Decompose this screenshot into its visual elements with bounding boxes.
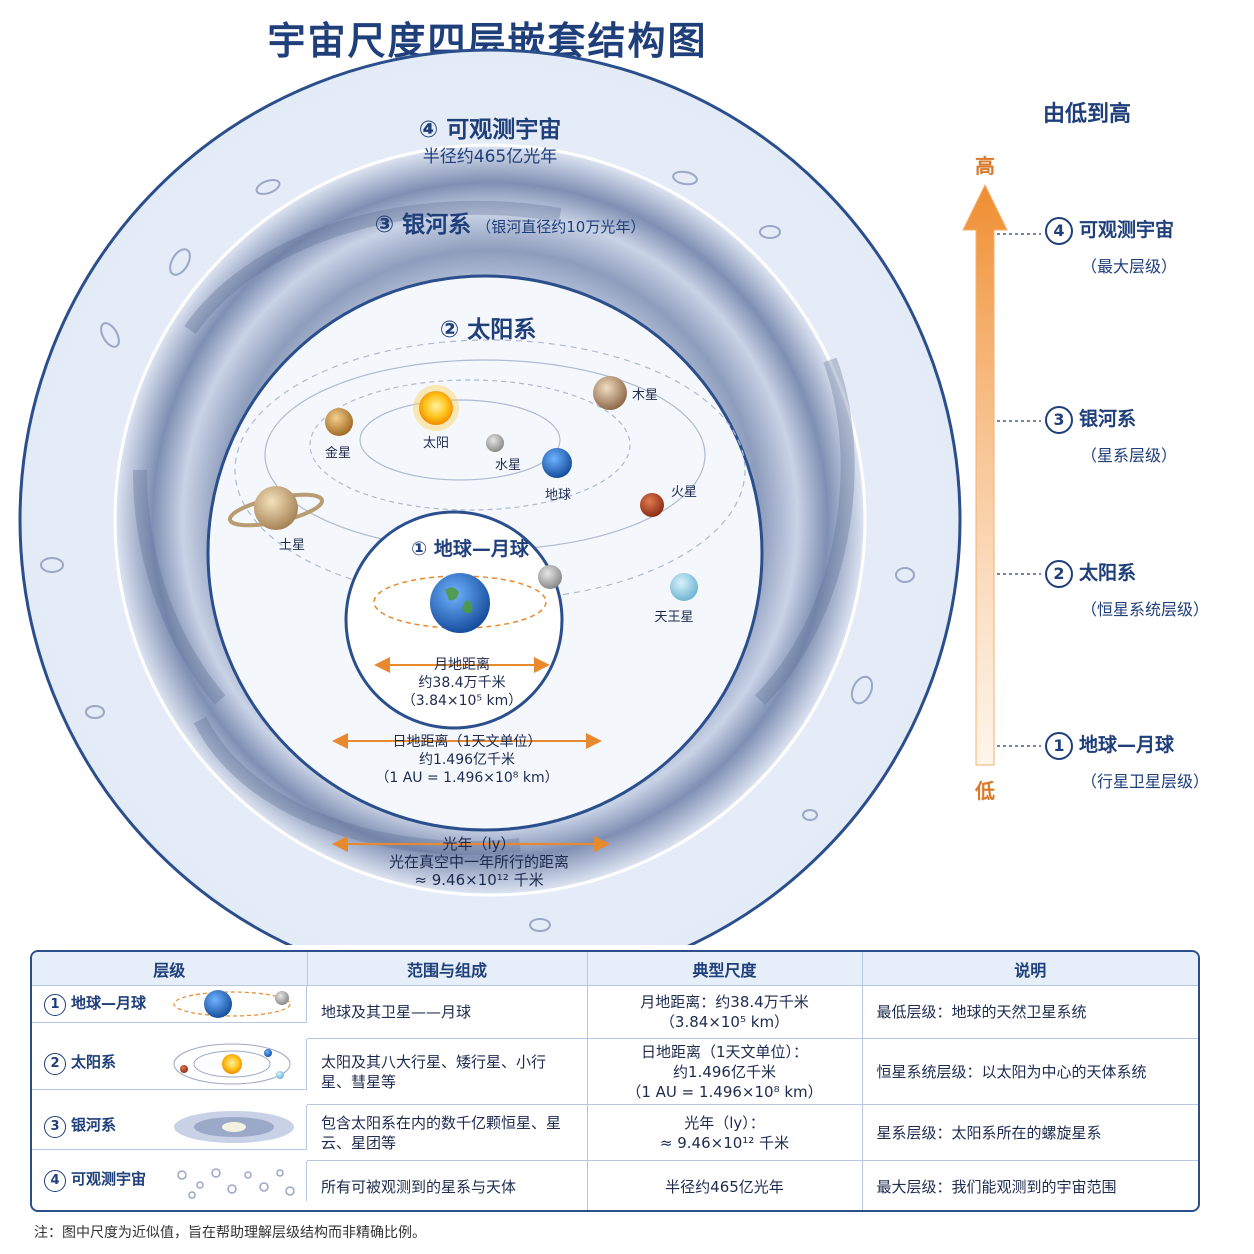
row-scale: 光年（ly）： ≈ 9.46×10¹² 千米 — [587, 1104, 863, 1161]
mercury-label: 水星 — [494, 458, 522, 473]
row-scale: 月地距离：约38.4万千米 （3.84×10⁵ km） — [587, 985, 863, 1039]
sun — [413, 385, 459, 431]
distant-galaxies — [40, 170, 915, 932]
scale-heading: 由低到高 — [1043, 102, 1132, 127]
galaxy-spiral-arms — [133, 200, 855, 856]
row-scope: 包含太阳系在内的数千亿颗恒星、星云、星团等 — [307, 1104, 588, 1161]
col-header-scope: 范围与组成 — [307, 952, 588, 986]
scale-arrow — [962, 183, 1008, 766]
row-scope: 太阳及其八大行星、矮行星、小行星、彗星等 — [307, 1038, 588, 1105]
footnote: 注：图中尺度为近似值，旨在帮助理解层级结构而非精确比例。 — [34, 1225, 426, 1241]
universe-title: ④ 可观测宇宙 — [418, 117, 562, 143]
mars-label: 火星 — [670, 485, 698, 500]
scale-dashes — [997, 233, 1041, 747]
scale-low: 低 — [975, 779, 995, 803]
row-desc: 最低层级：地球的天然卫星系统 — [862, 985, 1198, 1039]
universe-thumb — [177, 1167, 295, 1199]
galaxy-title: ③ 银河系 — [374, 212, 472, 238]
saturn — [227, 486, 325, 530]
mars — [640, 493, 664, 517]
uranus-label: 天王星 — [654, 610, 694, 625]
moon-distance-text: 月地距离 约38.4万千米 （3.84×10⁵ km） — [401, 657, 523, 709]
row-desc: 最大层级：我们能观测到的宇宙范围 — [876, 1177, 1117, 1196]
col-header-desc: 说明 — [862, 952, 1198, 986]
mercury — [486, 434, 504, 452]
earth-small — [542, 448, 572, 478]
col-header-level: 层级 — [32, 952, 308, 986]
sun-label: 太阳 — [422, 436, 450, 451]
universe-radius: 半径约465亿光年 — [422, 147, 558, 167]
galaxy-label: ③ 银河系 （银河直径约10万光年） — [375, 205, 646, 239]
au-distance-text: 日地距离（1天文单位） 约1.496亿千米 （1 AU = 1.496×10⁸ … — [375, 734, 559, 786]
lightyear-text: 光年（ly） 光在真空中一年所行的距离 ≈ 9.46×10¹² 千米 — [388, 835, 570, 889]
earth-label: 地球 — [544, 488, 572, 503]
col-header-scale: 典型尺度 — [587, 952, 863, 986]
row-scale: 日地距离（1天文单位）： 约1.496亿千米 （1 AU = 1.496×10⁸… — [587, 1038, 863, 1105]
row-desc: 星系层级：太阳系所在的螺旋星系 — [862, 1104, 1198, 1161]
row-scope: 所有可被观测到的星系与天体 — [307, 1160, 588, 1210]
table-header-row: 层级 范围与组成 典型尺度 说明 — [32, 952, 1198, 986]
venus — [325, 408, 353, 436]
galaxy-thumb — [174, 1110, 294, 1143]
moon — [538, 565, 562, 589]
row-scale: 半径约465亿光年 — [587, 1160, 863, 1210]
scale-high: 高 — [975, 154, 995, 178]
solar-title: ② 太阳系 — [439, 317, 537, 343]
jupiter-label: 木星 — [631, 388, 659, 403]
uranus — [670, 573, 698, 601]
jupiter — [593, 376, 627, 410]
solar-system-thumb — [173, 1043, 291, 1084]
earth-large — [430, 573, 490, 633]
earth-moon-title: ① 地球—月球 — [411, 538, 529, 560]
row-desc: 恒星系统层级：以太阳为中心的天体系统 — [862, 1038, 1198, 1105]
earth-moon-thumb — [173, 990, 291, 1018]
nested-scale-diagram — [18, 48, 962, 945]
row-scope: 地球及其卫星——月球 — [307, 985, 588, 1039]
saturn-label: 土星 — [278, 538, 306, 553]
venus-label: 金星 — [324, 446, 352, 461]
galaxy-diameter: （银河直径约10万光年） — [476, 218, 646, 236]
